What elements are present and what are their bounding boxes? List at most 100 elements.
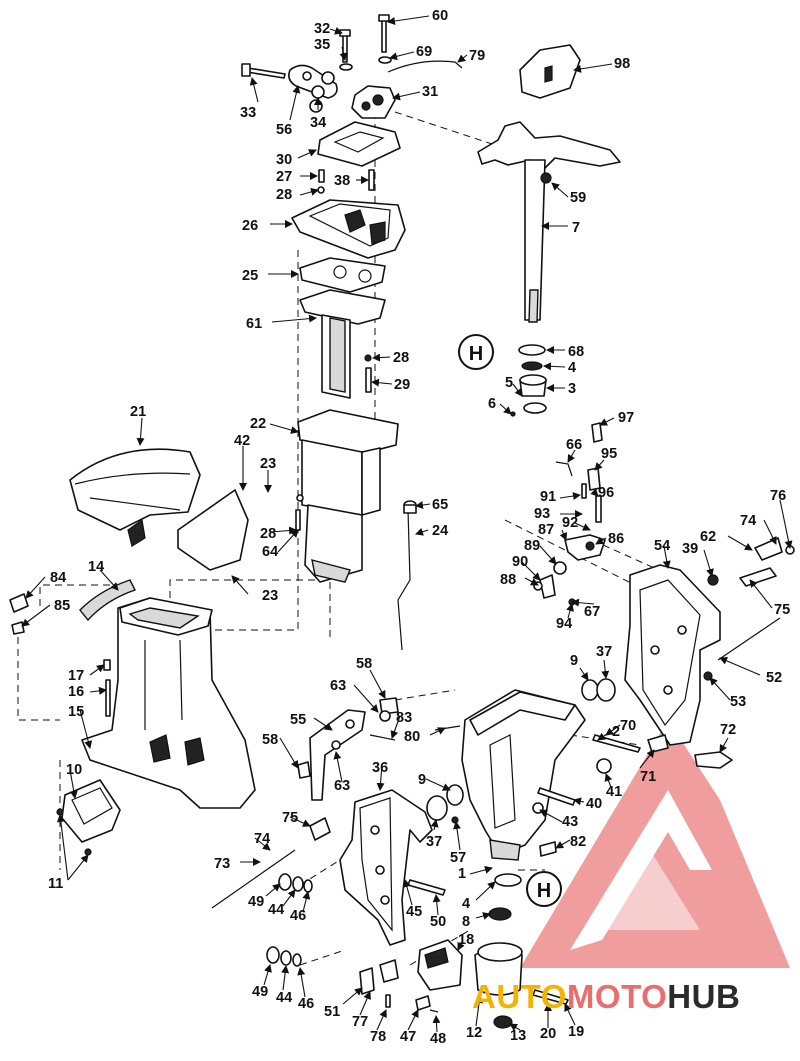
label-50: 50 <box>430 914 446 930</box>
parts: H <box>9 14 795 1029</box>
label-10: 10 <box>66 762 82 778</box>
label-84: 84 <box>50 570 66 586</box>
label-9b: 9 <box>418 772 426 788</box>
label-58b: 58 <box>262 732 278 748</box>
label-88: 88 <box>500 572 516 588</box>
label-12: 12 <box>466 1025 482 1041</box>
label-70: 70 <box>620 718 636 734</box>
label-17: 17 <box>68 668 84 684</box>
label-22: 22 <box>250 416 266 432</box>
watermark-logo <box>520 720 790 968</box>
bracket-55 <box>309 709 366 801</box>
label-58: 58 <box>356 656 372 672</box>
label-75: 75 <box>774 602 790 618</box>
label-28c: 28 <box>260 526 276 542</box>
label-41: 41 <box>606 784 622 800</box>
label-63b: 63 <box>334 778 350 794</box>
gasket-30 <box>317 121 401 167</box>
label-57: 57 <box>450 850 466 866</box>
label-29: 29 <box>394 377 410 393</box>
label-95: 95 <box>601 446 617 462</box>
label-31: 31 <box>422 84 438 100</box>
ground-strap-79 <box>387 60 463 73</box>
label-61: 61 <box>246 316 262 332</box>
watermark-auto: AUTO <box>472 978 567 1015</box>
label-24: 24 <box>432 523 448 539</box>
exhaust-tube-22 <box>297 409 399 454</box>
label-32: 32 <box>314 21 330 37</box>
driveshaft-housing-15 <box>81 597 256 809</box>
label-1: 1 <box>458 866 466 882</box>
label-52: 52 <box>766 670 782 686</box>
label-62: 62 <box>700 529 716 545</box>
tilt-lock-86 <box>564 534 606 561</box>
water-tube-24 <box>397 509 411 651</box>
label-63: 63 <box>330 678 346 694</box>
label-67: 67 <box>584 604 600 620</box>
label-93: 93 <box>534 506 550 522</box>
label-96: 96 <box>598 485 614 501</box>
bolt-60 <box>381 19 387 53</box>
label-71: 71 <box>640 769 656 785</box>
label-16: 16 <box>68 684 84 700</box>
label-30: 30 <box>276 152 292 168</box>
svg-text:AUTOMOTOHUB: AUTOMOTOHUB <box>472 978 740 1015</box>
label-28b: 28 <box>393 350 409 366</box>
label-51: 51 <box>324 1004 340 1020</box>
label-23b: 23 <box>262 588 278 604</box>
label-49: 49 <box>248 894 264 910</box>
label-26: 26 <box>242 218 258 234</box>
label-7: 7 <box>572 220 580 236</box>
label-97: 97 <box>618 410 634 426</box>
label-94: 94 <box>556 616 572 632</box>
label-42: 42 <box>234 433 250 449</box>
stern-bracket-54 <box>624 564 721 746</box>
label-68: 68 <box>568 344 584 360</box>
label-66: 66 <box>566 437 582 453</box>
label-48: 48 <box>430 1031 446 1047</box>
label-77: 77 <box>352 1014 368 1030</box>
lubricant-callout-icon: H <box>458 334 494 370</box>
label-28: 28 <box>276 187 292 203</box>
label-33: 33 <box>240 105 256 121</box>
label-11: 11 <box>48 876 63 892</box>
lower-cowl-21 <box>69 448 201 531</box>
watermark-hub: HUB <box>667 978 740 1015</box>
label-74: 74 <box>740 513 756 529</box>
svg-text:H: H <box>537 880 551 902</box>
label-9: 9 <box>570 653 578 669</box>
label-23: 23 <box>260 456 276 472</box>
watermark-triangle-icon <box>520 720 790 968</box>
seal-14 <box>79 579 136 622</box>
label-5: 5 <box>505 375 513 391</box>
label-37: 37 <box>596 644 612 660</box>
lubricant-callout-lower-icon: H <box>526 871 562 907</box>
tilt-tube-73 <box>211 849 296 909</box>
label-60: 60 <box>432 8 448 24</box>
stern-bracket-36 <box>339 789 433 946</box>
label-78: 78 <box>370 1029 386 1045</box>
label-86: 86 <box>608 531 624 547</box>
label-69: 69 <box>416 44 432 60</box>
label-87: 87 <box>538 522 554 538</box>
label-53: 53 <box>730 694 746 710</box>
label-38: 38 <box>334 173 350 189</box>
label-80: 80 <box>404 729 420 745</box>
label-43: 43 <box>562 814 578 830</box>
label-4b: 4 <box>462 896 470 912</box>
label-18: 18 <box>458 932 474 948</box>
label-85: 85 <box>54 598 70 614</box>
cover-plate-10 <box>61 779 121 843</box>
label-44: 44 <box>268 902 284 918</box>
label-74b: 74 <box>254 831 270 847</box>
label-8: 8 <box>462 914 470 930</box>
label-21: 21 <box>130 404 146 420</box>
gasket-25 <box>299 257 386 293</box>
part-labels: 32 60 35 69 79 98 33 56 34 31 30 27 28 3… <box>48 8 790 1047</box>
label-82: 82 <box>570 834 586 850</box>
label-59: 59 <box>570 190 586 206</box>
label-6: 6 <box>488 396 496 412</box>
label-2: 2 <box>612 724 620 740</box>
leader-lines <box>21 15 793 1033</box>
bracket-plate-56 <box>288 64 338 99</box>
